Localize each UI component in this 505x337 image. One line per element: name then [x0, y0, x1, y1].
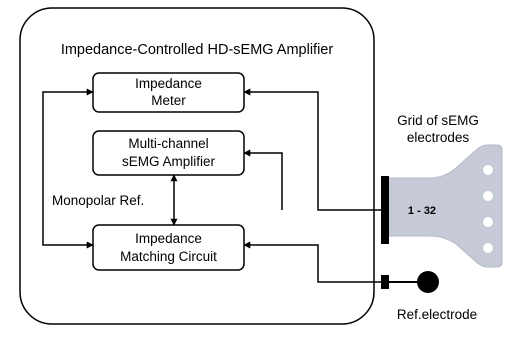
impedance-meter-line1: Impedance — [135, 76, 202, 91]
electrode-grid-body — [387, 144, 503, 268]
grid-hole-2 — [483, 191, 493, 201]
matching-circuit-box: Impedance Matching Circuit — [92, 224, 245, 271]
grid-hole-3 — [483, 217, 493, 227]
meter-to-grid-line — [243, 88, 384, 211]
amplifier-to-grid-line — [243, 149, 283, 210]
amplifier-title: Impedance-Controlled HD-sEMG Amplifier — [61, 42, 334, 58]
semg-amplifier-box: Multi-channel sEMG Amplifier — [92, 130, 245, 176]
amplifier-enclosure — [19, 7, 375, 325]
impedance-meter-box: Impedance Meter — [92, 72, 245, 113]
grid-hole-4 — [483, 243, 493, 253]
matching-circuit-line1: Impedance — [135, 231, 202, 246]
matching-circuit-line2: Matching Circuit — [120, 249, 217, 264]
ref-connector — [381, 275, 389, 289]
matching-to-ref-line — [243, 241, 384, 283]
monopolar-ref-label: Monopolar Ref. — [52, 193, 144, 208]
grid-label-line2: electrodes — [407, 130, 470, 145]
grid-hole-1 — [483, 165, 493, 175]
electrode-grid: 1 - 32 — [381, 144, 503, 268]
semg-amplifier-line2: sEMG Amplifier — [122, 154, 216, 169]
ref-electrode-label: Ref.electrode — [397, 307, 477, 322]
grid-connector-bar — [381, 176, 389, 244]
impedance-meter-line2: Meter — [151, 93, 186, 108]
meter-matching-loop-arrow — [42, 88, 94, 249]
grid-channel-label: 1 - 32 — [408, 205, 436, 217]
ref-electrode-pad — [417, 271, 439, 293]
reference-electrode — [381, 271, 439, 293]
semg-amplifier-line1: Multi-channel — [128, 136, 208, 151]
grid-label-line1: Grid of sEMG — [397, 113, 479, 128]
